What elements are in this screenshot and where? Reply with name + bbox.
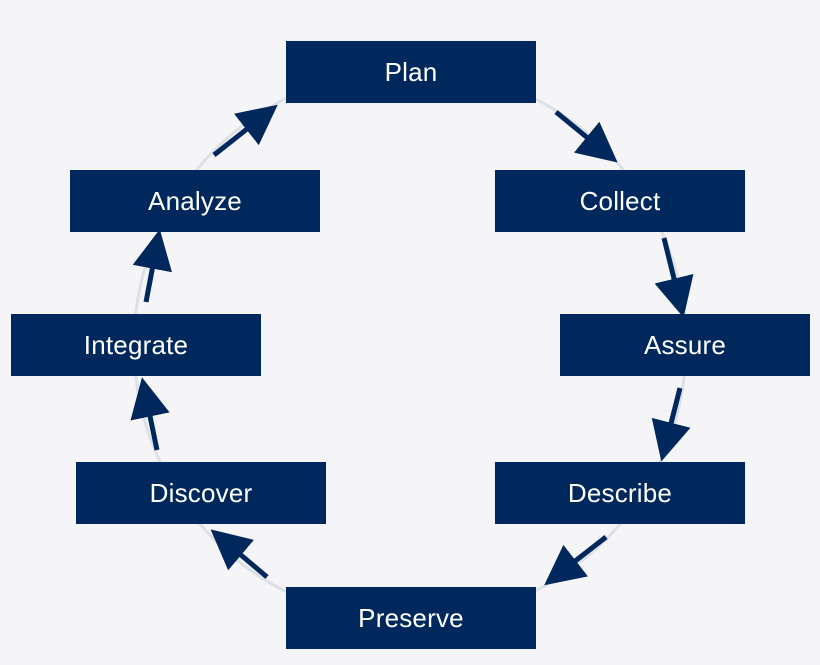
stage-label: Plan (384, 56, 438, 87)
stage-label: Preserve (358, 602, 464, 633)
stage-label: Describe (567, 477, 673, 508)
arrow-integrate-to-analyze (132, 229, 172, 303)
arrow-preserve-to-discover (210, 529, 269, 579)
stage-label: Integrate (83, 329, 189, 360)
stage-label: Assure (643, 329, 727, 360)
stage-assure: Assure (560, 314, 810, 376)
arrow-plan-to-collect (554, 110, 618, 163)
arrow-analyze-to-plan (212, 104, 278, 157)
arrow-describe-to-preserve (544, 535, 608, 586)
arrow-assure-to-describe (651, 387, 691, 462)
arrow-discover-to-integrate (130, 377, 170, 451)
stage-integrate: Integrate (11, 314, 261, 376)
stage-preserve: Preserve (286, 587, 536, 649)
stage-analyze: Analyze (70, 170, 320, 232)
stage-describe: Describe (495, 462, 745, 524)
stage-label: Analyze (148, 185, 242, 216)
arrow-collect-to-assure (654, 237, 694, 318)
stage-plan: Plan (286, 41, 536, 103)
stage-label: Collect (579, 185, 661, 216)
stage-discover: Discover (76, 462, 326, 524)
stage-label: Discover (149, 477, 253, 508)
stage-collect: Collect (495, 170, 745, 232)
